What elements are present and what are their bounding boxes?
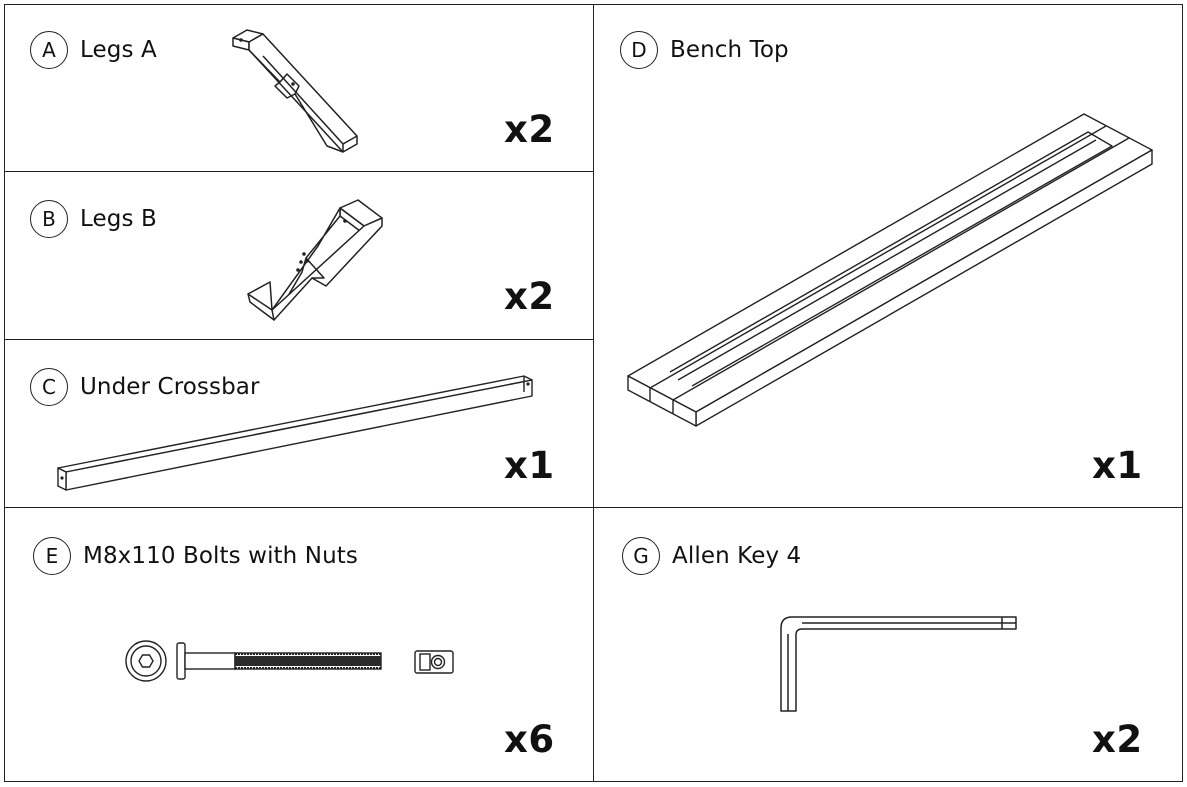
part-a-name: Legs A [80, 37, 157, 63]
part-e-label: E M8x110 Bolts with Nuts [33, 537, 358, 575]
part-g-letter: G [622, 537, 660, 575]
part-e-quantity: x6 [504, 718, 555, 761]
bench-top-icon [627, 113, 1153, 427]
divider-bc [4, 339, 594, 340]
part-a-label: A Legs A [30, 31, 157, 69]
part-a-letter: A [30, 31, 68, 69]
part-g-name: Allen Key 4 [672, 543, 802, 569]
part-c-quantity: x1 [504, 444, 555, 487]
part-e-name: M8x110 Bolts with Nuts [83, 543, 358, 569]
part-c-letter: C [30, 368, 68, 406]
part-b-label: B Legs B [30, 200, 157, 238]
divider-middle [4, 507, 1183, 508]
part-b-name: Legs B [80, 206, 157, 232]
leg-a-icon [232, 29, 358, 153]
part-b-letter: B [30, 200, 68, 238]
part-d-quantity: x1 [1092, 444, 1143, 487]
part-c-name: Under Crossbar [80, 374, 260, 400]
part-e-letter: E [33, 537, 71, 575]
part-d-label: D Bench Top [620, 31, 789, 69]
part-g-quantity: x2 [1092, 718, 1143, 761]
part-g-label: G Allen Key 4 [622, 537, 801, 575]
part-b-quantity: x2 [504, 275, 555, 318]
bolt-and-nut-icon [125, 640, 454, 682]
part-c-label: C Under Crossbar [30, 368, 260, 406]
divider-ab [4, 171, 594, 172]
leg-b-icon [247, 199, 383, 321]
part-d-name: Bench Top [670, 37, 789, 63]
divider-vertical [593, 4, 594, 782]
part-d-letter: D [620, 31, 658, 69]
part-a-quantity: x2 [504, 108, 555, 151]
crossbar-icon [57, 375, 533, 491]
allen-key-icon [780, 616, 1017, 712]
